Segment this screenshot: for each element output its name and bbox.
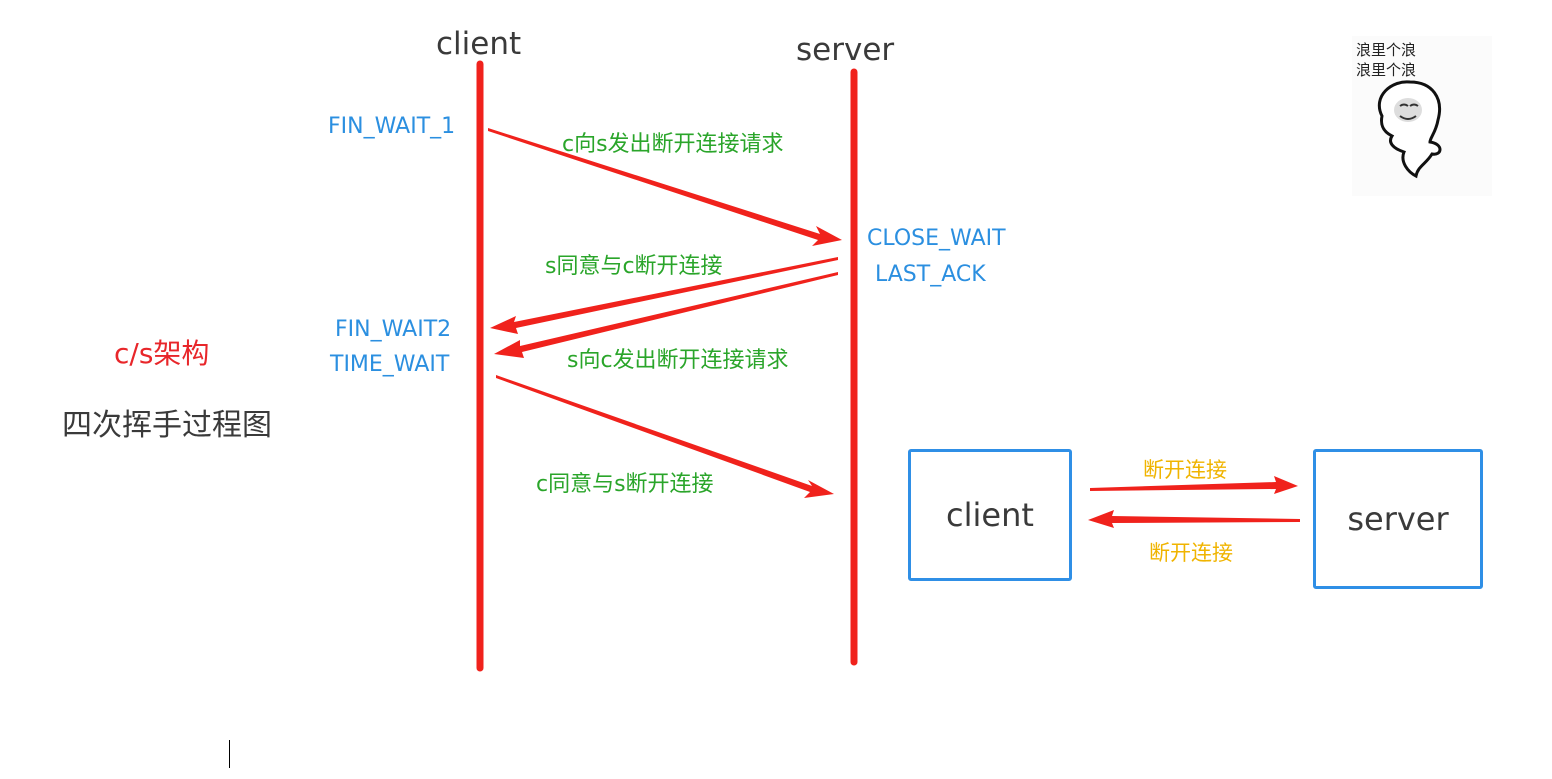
- message-label-1: c向s发出断开连接请求: [562, 132, 784, 157]
- summary-client-label: client: [946, 496, 1034, 534]
- architecture-subtitle: c/s架构: [114, 337, 210, 370]
- arrow-s-to-c-fin: [494, 272, 838, 358]
- meme-image: 浪里个浪 浪里个浪: [1352, 36, 1492, 196]
- ghost-meme-icon: [1377, 80, 1442, 179]
- state-last-ack: LAST_ACK: [875, 262, 986, 287]
- arrow-c-to-s-fin: [488, 128, 842, 246]
- arrow-c-to-s-ack: [496, 375, 834, 498]
- summary-server-box: server: [1313, 449, 1483, 589]
- state-fin-wait-2: FIN_WAIT2: [335, 317, 452, 342]
- meme-text-line-1: 浪里个浪: [1356, 41, 1417, 59]
- summary-arrow-right: [1090, 476, 1298, 494]
- summary-bottom-arrow-label: 断开连接: [1149, 541, 1233, 565]
- diagram-title: 四次挥手过程图: [62, 408, 272, 443]
- summary-top-arrow-label: 断开连接: [1143, 458, 1227, 482]
- message-label-2: s同意与c断开连接: [545, 254, 723, 279]
- state-close-wait: CLOSE_WAIT: [867, 226, 1006, 251]
- state-time-wait: TIME_WAIT: [330, 352, 450, 377]
- summary-server-label: server: [1347, 500, 1449, 538]
- state-fin-wait-1: FIN_WAIT_1: [328, 114, 456, 139]
- client-lifeline-title: client: [436, 26, 522, 62]
- message-label-3: s向c发出断开连接请求: [567, 348, 789, 373]
- arrow-s-to-c-ack: [490, 257, 838, 334]
- message-label-4: c同意与s断开连接: [536, 472, 714, 497]
- summary-client-box: client: [908, 449, 1072, 581]
- meme-text-line-2: 浪里个浪: [1356, 61, 1417, 79]
- text-cursor: [229, 740, 230, 768]
- summary-arrow-left: [1088, 510, 1300, 528]
- server-lifeline-title: server: [796, 32, 895, 68]
